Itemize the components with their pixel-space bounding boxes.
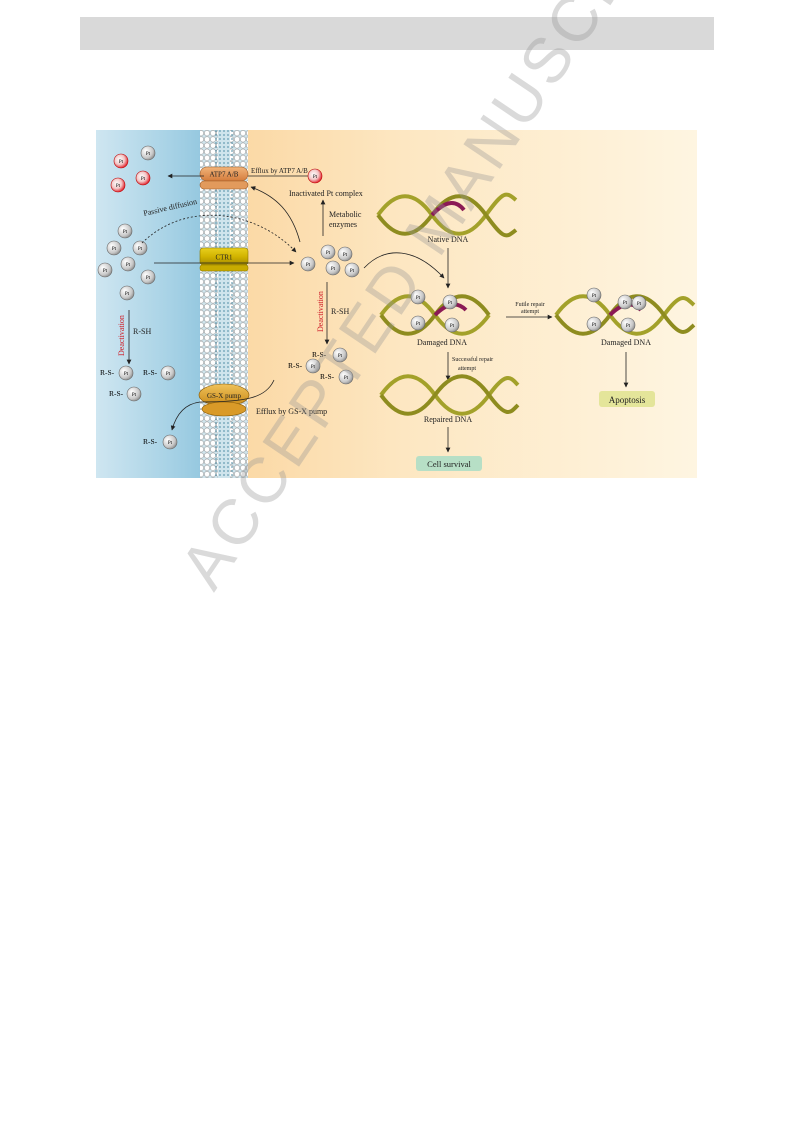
atp7-transporter: ATP7 A/B [199, 166, 249, 190]
svg-text:Pt: Pt [416, 296, 421, 301]
cell-survival-label: Cell survival [427, 459, 471, 469]
damaged-dna-center: Pt Pt Pt Pt [379, 289, 491, 336]
svg-text:Pt: Pt [326, 251, 331, 256]
svg-text:R-S-: R-S- [320, 372, 335, 381]
svg-text:Pt: Pt [306, 263, 311, 268]
extracellular-pt-group: Pt Pt Pt Pt Pt Pt Pt [97, 223, 156, 301]
atp7-label: ATP7 A/B [210, 171, 239, 179]
repaired-dna [379, 374, 520, 416]
svg-text:Pt: Pt [126, 263, 131, 268]
svg-text:Pt: Pt [350, 269, 355, 274]
pt-ext-3: Pt [132, 240, 148, 256]
svg-text:Pt: Pt [592, 294, 597, 299]
rsh-label-int: R-SH [331, 307, 349, 316]
svg-text:Pt: Pt [168, 441, 173, 446]
pt-red-2: Pt [110, 177, 126, 193]
svg-text:Pt: Pt [450, 324, 455, 329]
svg-text:R-S-: R-S- [100, 368, 115, 377]
svg-text:Pt: Pt [141, 177, 146, 182]
pt-ext-2: Pt [106, 240, 122, 256]
svg-text:R-S-: R-S- [288, 361, 303, 370]
svg-text:R-S-: R-S- [312, 350, 327, 359]
cell-survival-box [416, 456, 482, 471]
svg-text:Pt: Pt [103, 269, 108, 274]
svg-text:Pt: Pt [123, 230, 128, 235]
pt-grey-0: Pt [140, 145, 156, 161]
svg-text:R-S-: R-S- [143, 368, 158, 377]
svg-text:Pt: Pt [592, 323, 597, 328]
efflux-atp7-label: Efflux by ATP7 A/B [251, 167, 308, 175]
efflux-gsx-label: Efflux by GS-X pump [256, 407, 327, 416]
successful-label-1: Successful repair [452, 356, 493, 363]
futile-label-1: Futile repair [515, 302, 545, 308]
rs-pt-effluxed: R-S- Pt [143, 434, 178, 450]
svg-text:R-S-: R-S- [109, 389, 124, 398]
native-dna-label: Native DNA [428, 235, 469, 244]
successful-label-2: attempt [458, 366, 476, 372]
pt-red-3: Pt [135, 170, 151, 186]
svg-text:Pt: Pt [311, 365, 316, 370]
intracellular-pt-cluster: Pt Pt Pt Pt Pt [300, 244, 360, 278]
rs-pt-ext-group: R-S- Pt R-S- Pt R-S- Pt [100, 365, 176, 402]
svg-text:Pt: Pt [146, 152, 151, 157]
svg-text:Pt: Pt [637, 302, 642, 307]
ctr1-label: CTR1 [215, 254, 233, 262]
svg-text:Pt: Pt [313, 175, 318, 180]
inactivated-label: Inactivated Pt complex [289, 189, 363, 198]
arrow-to-atp7 [250, 186, 301, 243]
arrow-passive-diffusion [141, 214, 297, 253]
pt-ext-1: Pt [117, 223, 133, 239]
header-bar [80, 17, 714, 50]
arrow-gsx-efflux [170, 379, 275, 431]
effluxed-pt-group: Pt Pt Pt Pt [110, 145, 156, 193]
pt-ext-7: Pt [119, 285, 135, 301]
svg-text:Pt: Pt [626, 324, 631, 329]
deactivation-label-ext: Deactivation [117, 315, 126, 356]
svg-text:Pt: Pt [138, 247, 143, 252]
pt-ext-4: Pt [120, 256, 136, 272]
damaged-dna-label-1: Damaged DNA [417, 338, 467, 347]
repaired-dna-label: Repaired DNA [424, 415, 472, 424]
pt-ext-5: Pt [97, 262, 113, 278]
ctr1-channel: CTR1 [199, 247, 249, 272]
pt-red-1: Pt [113, 153, 129, 169]
svg-text:Pt: Pt [343, 253, 348, 258]
svg-text:Pt: Pt [146, 276, 151, 281]
svg-text:Pt: Pt [623, 301, 628, 306]
rs-pt-int-group: R-S- Pt R-S- Pt R-S- Pt [288, 347, 354, 385]
svg-text:Pt: Pt [125, 292, 130, 297]
metabolic-label-2: enzymes [329, 220, 357, 229]
svg-text:Pt: Pt [124, 372, 129, 377]
apoptosis-box [599, 391, 655, 407]
rsh-label-ext: R-SH [133, 327, 151, 336]
svg-text:Pt: Pt [112, 247, 117, 252]
metabolic-label-1: Metabolic [329, 210, 362, 219]
pt-ext-6: Pt [140, 269, 156, 285]
inactivated-pt: Pt [307, 168, 323, 184]
svg-text:Pt: Pt [116, 184, 121, 189]
svg-text:Pt: Pt [338, 354, 343, 359]
svg-text:Pt: Pt [448, 301, 453, 306]
extracellular-deactivation: Deactivation R-SH [117, 310, 151, 365]
deactivation-label-int: Deactivation [316, 291, 325, 332]
svg-text:Pt: Pt [119, 160, 124, 165]
svg-text:Pt: Pt [166, 372, 171, 377]
futile-label-2: attempt [521, 309, 539, 315]
gsx-label: GS-X pump [207, 392, 242, 400]
damaged-dna-label-2: Damaged DNA [601, 338, 651, 347]
cisplatin-mechanism-figure: ATP7 A/B CTR1 GS-X pump Pt Pt Pt Pt Pt P… [96, 130, 697, 478]
svg-text:Pt: Pt [416, 322, 421, 327]
figure-canvas: ATP7 A/B CTR1 GS-X pump Pt Pt Pt Pt Pt P… [96, 130, 697, 478]
apoptosis-label: Apoptosis [609, 395, 646, 405]
arrow-to-native-dna [363, 252, 445, 279]
damaged-dna-right: Pt Pt Pt Pt Pt [554, 287, 696, 336]
svg-text:Pt: Pt [344, 376, 349, 381]
svg-text:Pt: Pt [132, 393, 137, 398]
native-dna [376, 192, 518, 238]
svg-text:Pt: Pt [331, 267, 336, 272]
svg-text:R-S-: R-S- [143, 437, 158, 446]
